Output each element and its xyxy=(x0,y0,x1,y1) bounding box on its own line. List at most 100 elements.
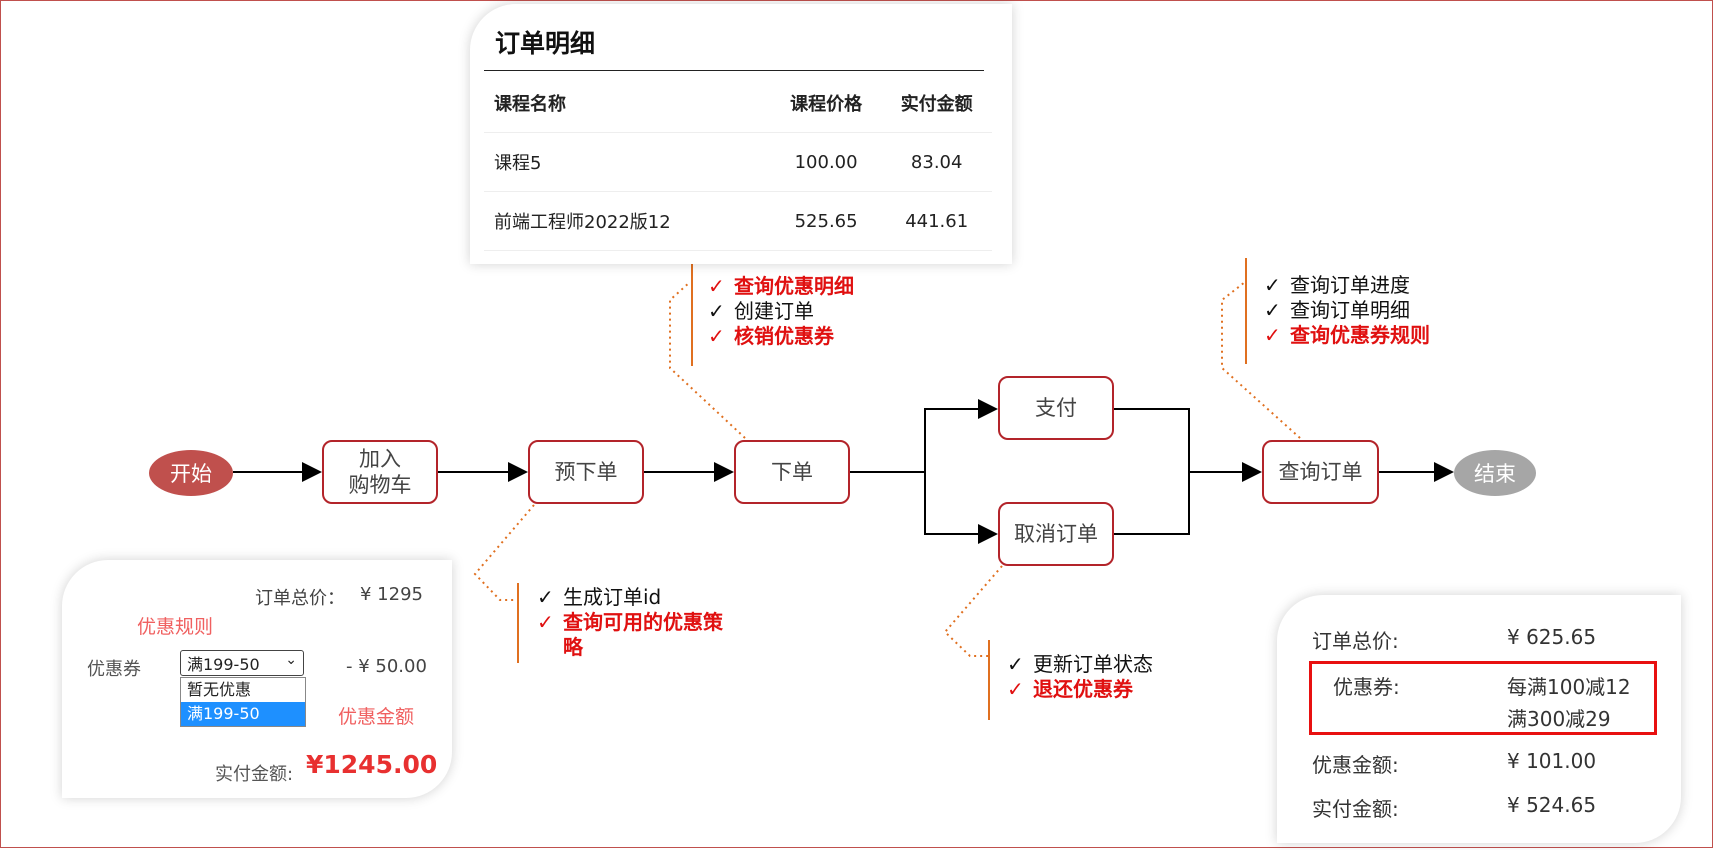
note-text: 更新订单状态 xyxy=(1033,652,1153,676)
check-icon: ✓ xyxy=(537,610,554,634)
course-price-cell: 100.00 xyxy=(770,132,882,192)
note-text: 退还优惠券 xyxy=(1033,677,1133,701)
check-icon: ✓ xyxy=(1264,273,1281,297)
coupon-label: 优惠券 xyxy=(87,659,141,680)
notes-place-order: ✓ 查询优惠明细 ✓ 创建订单 ✓ 核销优惠券 xyxy=(708,274,854,349)
query-order-label: 查询订单 xyxy=(1278,460,1363,484)
add-to-cart-node: 加入购物车 xyxy=(322,440,438,504)
coupon-options-list[interactable]: 暂无优惠 满199-50 xyxy=(180,677,306,727)
check-icon: ✓ xyxy=(708,299,725,323)
summary-paid-value: ¥ 524.65 xyxy=(1507,793,1597,817)
order-detail-card: 订单明细 课程名称 课程价格 实付金额 课程5 100.00 83.04 前端工… xyxy=(470,4,1012,264)
add-to-cart-label-line1: 加入 xyxy=(359,447,401,471)
summary-total-label: 订单总价: xyxy=(1312,629,1399,653)
notes-query-order: ✓ 查询订单进度 ✓ 查询订单明细 ✓查询优惠券规则 xyxy=(1264,273,1430,348)
end-node: 结束 xyxy=(1454,450,1536,496)
summary-coupon-rule-1: 每满100减12 xyxy=(1507,675,1631,699)
table-row: 课程5 100.00 83.04 xyxy=(484,132,992,192)
note-item: ✓查询优惠券规则 xyxy=(1264,323,1430,348)
note-bar-query xyxy=(1245,258,1247,364)
note-bar-order xyxy=(691,264,693,366)
column-header-paid-amount: 实付金额 xyxy=(881,74,992,133)
note-text: 查询可用的优惠策 xyxy=(563,610,723,634)
pay-node: 支付 xyxy=(998,376,1114,440)
coupon-highlight-box xyxy=(1309,661,1657,735)
note-text: 略 xyxy=(563,635,583,659)
note-text: 核销优惠券 xyxy=(734,324,834,348)
note-item: ✓ 核销优惠券 xyxy=(708,324,854,349)
note-item: ✓ 退还优惠券 xyxy=(1007,677,1153,702)
course-name-cell: 前端工程师2022版12 xyxy=(484,191,771,251)
paid-amount-cell: 441.61 xyxy=(881,191,992,251)
coupon-select[interactable]: 满199-50 ⌄ xyxy=(180,650,304,676)
note-item: 略 xyxy=(537,635,723,660)
start-label: 开始 xyxy=(170,462,212,486)
coupon-selection-card: 订单总价： ¥ 1295 优惠规则 优惠券 满199-50 ⌄ 暂无优惠 满19… xyxy=(62,560,452,798)
arrow-order-pay xyxy=(850,399,998,473)
dotted-link-query-notes xyxy=(1221,281,1301,439)
course-price-cell: 525.65 xyxy=(770,191,882,251)
summary-coupon-label: 优惠券: xyxy=(1333,675,1400,699)
add-to-cart-label-line2: 购物车 xyxy=(348,473,412,497)
coupon-option[interactable]: 暂无优惠 xyxy=(187,680,252,699)
check-icon: ✓ xyxy=(1007,652,1024,676)
query-order-node: 查询订单 xyxy=(1262,440,1379,504)
column-header-course-name: 课程名称 xyxy=(484,74,771,133)
discount-value: - ¥ 50.00 xyxy=(346,656,427,677)
check-icon: ✓ xyxy=(1264,323,1281,347)
note-item: ✓ 查询订单进度 xyxy=(1264,273,1430,298)
note-item: ✓ 更新订单状态 xyxy=(1007,652,1153,677)
note-text: 查询优惠明细 xyxy=(734,274,854,298)
note-text: 创建订单 xyxy=(734,299,814,323)
summary-discount-value: ¥ 101.00 xyxy=(1507,749,1597,773)
column-header-course-price: 课程价格 xyxy=(770,74,882,133)
check-icon: ✓ xyxy=(1264,298,1281,322)
course-name-cell: 课程5 xyxy=(484,132,771,192)
dotted-link-preorder-notes xyxy=(473,504,535,601)
summary-coupon-rule-2: 满300减29 xyxy=(1507,707,1611,731)
pay-label: 支付 xyxy=(1035,396,1077,420)
cancel-order-node: 取消订单 xyxy=(998,502,1114,566)
arrow-order-cancel xyxy=(924,472,998,544)
note-bar-preorder xyxy=(517,583,519,663)
title-divider xyxy=(484,70,984,71)
merge-line xyxy=(1114,408,1190,535)
paid-amount-label: 实付金额: xyxy=(215,764,294,785)
end-label: 结束 xyxy=(1474,462,1516,486)
summary-paid-label: 实付金额: xyxy=(1312,797,1399,821)
notes-pre-order: ✓生成订单id ✓ 查询可用的优惠策 略 xyxy=(537,585,723,660)
pre-order-node: 预下单 xyxy=(528,440,644,504)
cancel-order-label: 取消订单 xyxy=(1014,522,1098,546)
paid-amount-cell: 83.04 xyxy=(881,132,992,192)
order-total-label: 订单总价： xyxy=(255,588,345,609)
coupon-option-selected[interactable]: 满199-50 xyxy=(181,702,305,726)
order-summary-card: 订单总价: ¥ 625.65 优惠券: 每满100减12 满300减29 优惠金… xyxy=(1277,595,1681,843)
note-continuation-indent xyxy=(537,635,563,660)
order-total-value: ¥ 1295 xyxy=(360,584,423,605)
note-item: ✓生成订单id xyxy=(537,585,723,610)
chevron-down-icon: ⌄ xyxy=(285,652,297,668)
note-item: ✓ 查询优惠明细 xyxy=(708,274,854,299)
table-header-row: 课程名称 课程价格 实付金额 xyxy=(484,74,992,133)
note-item: ✓ 创建订单 xyxy=(708,299,854,324)
table-row: 前端工程师2022版12 525.65 441.61 xyxy=(484,191,992,251)
pre-order-label: 预下单 xyxy=(554,460,618,484)
discount-amount-annotation: 优惠金额 xyxy=(338,706,415,728)
summary-total-value: ¥ 625.65 xyxy=(1507,625,1597,649)
order-detail-title: 订单明细 xyxy=(495,29,596,58)
summary-discount-label: 优惠金额: xyxy=(1312,753,1399,777)
note-text: 查询订单明细 xyxy=(1290,298,1410,322)
note-text: 生成订单id xyxy=(563,585,662,609)
start-node: 开始 xyxy=(149,450,233,496)
notes-cancel-order: ✓ 更新订单状态 ✓ 退还优惠券 xyxy=(1007,652,1153,702)
note-text: 查询订单进度 xyxy=(1290,273,1410,297)
place-order-node: 下单 xyxy=(734,440,850,504)
place-order-label: 下单 xyxy=(771,460,813,484)
note-item: ✓ 查询可用的优惠策 xyxy=(537,610,723,635)
check-icon: ✓ xyxy=(1007,677,1024,701)
check-icon: ✓ xyxy=(708,324,725,348)
note-bar-cancel xyxy=(988,640,990,720)
paid-amount-value: ¥1245.00 xyxy=(306,750,438,779)
check-icon: ✓ xyxy=(708,274,725,298)
